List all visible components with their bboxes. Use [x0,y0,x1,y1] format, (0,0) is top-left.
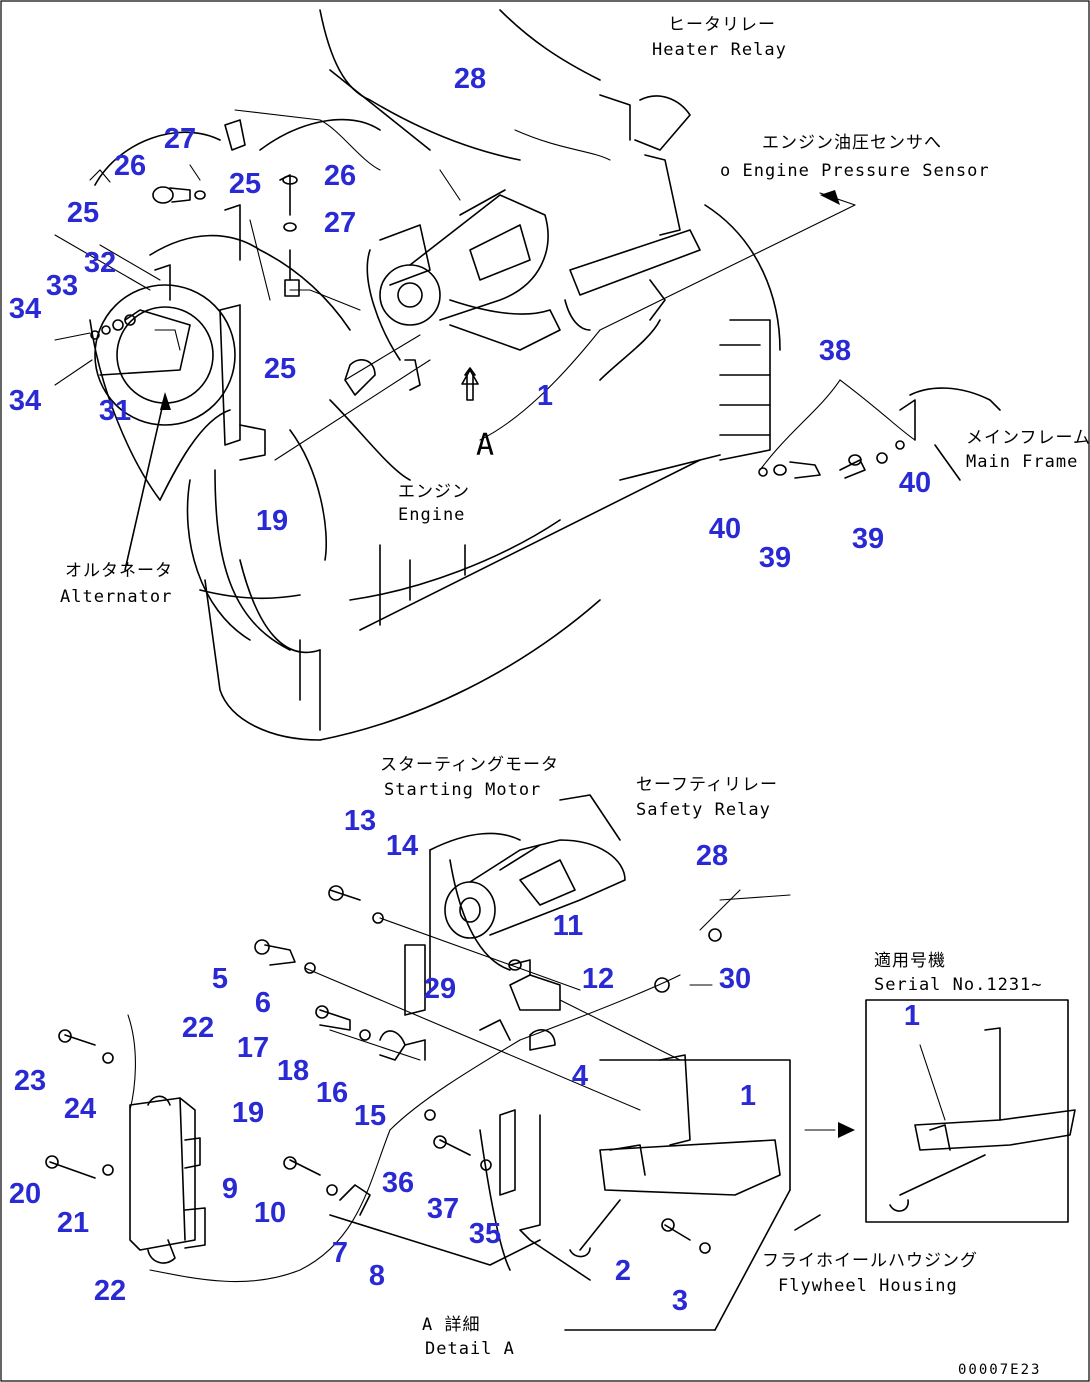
part-number-25: 25 [264,353,296,385]
part-number-30: 30 [719,963,751,995]
part-number-16: 16 [316,1077,348,1109]
part-number-7: 7 [332,1237,348,1269]
part-number-20: 20 [9,1178,41,1210]
part-number-14: 14 [386,830,418,862]
part-number-26: 26 [324,160,356,192]
part-number-11: 11 [553,910,584,942]
label-safety-relay-en: Safety Relay [636,800,771,820]
label-engine-en: Engine [398,505,465,525]
part-number-13: 13 [344,805,376,837]
part-number-8: 8 [369,1260,385,1292]
part-number-39: 39 [759,542,791,574]
part-number-1: 1 [904,1000,920,1032]
part-number-36: 36 [382,1167,414,1199]
drawing-code: 00007E23 [958,1362,1041,1378]
part-number-40: 40 [899,467,931,499]
label-serial-en: Serial No.1231~ [874,975,1043,995]
part-number-34: 34 [9,385,41,417]
part-number-28: 28 [696,840,728,872]
label-starting-motor-jp: スターティングモータ [380,755,559,775]
part-number-28: 28 [454,63,486,95]
label-flywheel-en: Flywheel Housing [778,1276,958,1296]
part-number-29: 29 [424,973,456,1005]
label-heater-relay-jp: ヒータリレー [668,15,776,35]
part-number-33: 33 [46,270,78,302]
label-detail-a-en: Detail A [425,1339,515,1359]
label-layer: ヒータリレー Heater Relay エンジン油圧センサへ o Engine Pre… [60,15,1090,1359]
detail-a-line-art [45,794,855,1331]
label-main-frame-jp: メインフレーム [966,428,1090,448]
label-engine-pressure-en: o Engine Pressure Sensor [720,161,990,181]
part-number-9: 9 [222,1173,238,1205]
part-number-24: 24 [64,1093,96,1125]
label-safety-relay-jp: セーフティリレー [636,775,778,795]
part-number-17: 17 [237,1032,269,1064]
part-number-22: 22 [182,1012,214,1044]
label-serial-jp: 適用号機 [874,951,946,971]
serial-detail-box [865,999,1076,1223]
label-main-frame-en: Main Frame [966,452,1078,472]
label-engine-jp: エンジン [398,482,470,502]
label-alternator-jp: オルタネータ [65,561,173,581]
part-number-40: 40 [709,513,741,545]
part-number-21: 21 [57,1207,89,1239]
label-starting-motor-en: Starting Motor [384,780,541,800]
part-number-35: 35 [469,1218,501,1250]
part-number-6: 6 [255,987,271,1019]
part-number-34: 34 [9,293,41,325]
part-number-22: 22 [94,1275,126,1307]
part-number-19: 19 [232,1097,264,1129]
part-number-27: 27 [324,207,356,239]
part-number-5: 5 [212,963,228,995]
part-number-1: 1 [740,1080,756,1112]
part-number-10: 10 [254,1197,286,1229]
label-detail-a-jp: A 詳細 [422,1315,480,1335]
label-engine-pressure-jp: エンジン油圧センサへ [762,133,942,153]
part-number-26: 26 [114,150,146,182]
part-number-19: 19 [256,505,288,537]
part-number-25: 25 [67,197,99,229]
part-number-2: 2 [615,1255,631,1287]
part-number-39: 39 [852,523,884,555]
view-letter-a: A [476,428,495,463]
part-number-18: 18 [277,1055,309,1087]
part-number-25: 25 [229,168,261,200]
part-number-15: 15 [354,1100,386,1132]
part-number-37: 37 [427,1193,459,1225]
engine-line-art [54,9,1001,741]
part-number-1: 1 [537,380,553,412]
part-number-32: 32 [84,247,116,279]
part-number-4: 4 [572,1060,588,1092]
part-number-23: 23 [14,1065,46,1097]
part-number-3: 3 [672,1285,688,1317]
part-number-31: 31 [99,395,131,427]
label-heater-relay-en: Heater Relay [652,40,787,60]
label-alternator-en: Alternator [60,587,172,607]
part-number-12: 12 [582,963,614,995]
part-number-38: 38 [819,335,851,367]
part-number-27: 27 [164,123,196,155]
label-flywheel-jp: フライホイールハウジング [762,1251,978,1271]
